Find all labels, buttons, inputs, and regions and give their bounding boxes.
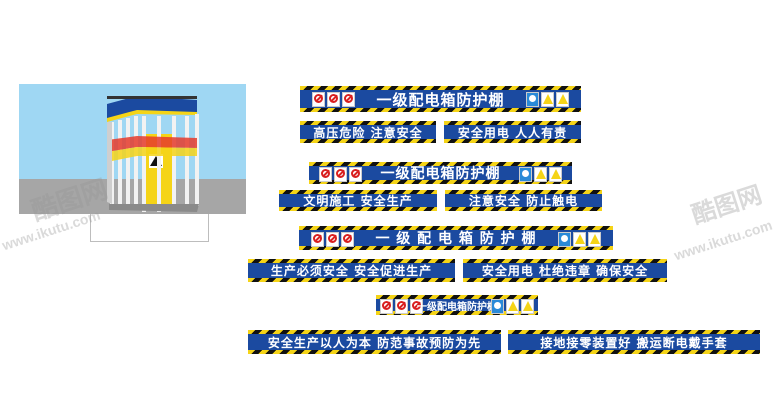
no-entry-icon: [311, 232, 324, 247]
electric-warning-icon: [573, 232, 586, 247]
danger-warning-icon: [588, 232, 601, 247]
slogan-board-3: 文明施工 安全生产: [279, 190, 437, 211]
no-entry-icon: [380, 299, 393, 314]
prohibition-icons: [311, 232, 354, 247]
electric-warning-icon: [506, 299, 519, 314]
slogan-board-6: 安全用电 杜绝违章 确保安全: [463, 259, 667, 282]
mandatory-icon: [491, 299, 504, 314]
mandatory-icon: [519, 167, 532, 182]
title-board-4: 一级配电箱防护棚: [376, 295, 538, 315]
no-entry-icon: [319, 167, 332, 182]
no-fire-icon: [349, 167, 362, 182]
danger-warning-icon: [521, 299, 534, 314]
shed-base-outline: [90, 214, 209, 242]
danger-warning-icon: [549, 167, 562, 182]
title-board-2-text: 一级配电箱防护棚: [380, 166, 501, 182]
slogan-board-7: 安全生产以人为本 防范事故预防为先: [248, 330, 501, 354]
title-board-3: 一 级 配 电 箱 防 护 棚: [299, 226, 613, 250]
no-entry-icon: [312, 92, 325, 107]
slogan-board-4: 注意安全 防止触电: [445, 190, 602, 211]
title-board-3-text: 一 级 配 电 箱 防 护 棚: [375, 231, 537, 247]
slogan-board-5: 生产必须安全 安全促进生产: [248, 259, 455, 282]
no-touch-icon: [326, 232, 339, 247]
mandatory-icon: [526, 92, 539, 107]
electric-warning-icon: [534, 167, 547, 182]
mandatory-icon: [558, 232, 571, 247]
no-fire-icon: [342, 92, 355, 107]
electric-warning-icon: [541, 92, 554, 107]
no-fire-icon: [410, 299, 423, 314]
title-board-1-text: 一级配电箱防护棚: [376, 90, 505, 109]
title-board-4-text: 一级配电箱防护棚: [417, 301, 497, 313]
warning-icons: [491, 299, 534, 314]
warning-icons: [558, 232, 601, 247]
prohibition-icons: [319, 167, 362, 182]
shed-scene: [19, 84, 246, 214]
no-touch-icon: [334, 167, 347, 182]
warning-icons: [519, 167, 562, 182]
prohibition-icons: [312, 92, 355, 107]
danger-warning-icon: [556, 92, 569, 107]
no-touch-icon: [327, 92, 340, 107]
no-touch-icon: [395, 299, 408, 314]
watermark-right: www.ikutu.com: [672, 216, 775, 264]
slogan-board-2: 安全用电 人人有责: [444, 121, 581, 143]
title-board-1: 一级配电箱防护棚: [300, 86, 581, 112]
title-board-2: 一级配电箱防护棚: [309, 162, 572, 184]
slogan-board-1: 高压危险 注意安全: [300, 121, 436, 143]
no-fire-icon: [341, 232, 354, 247]
protection-shed-illustration: [107, 96, 199, 212]
slogan-board-8: 接地接零装置好 搬运断电戴手套: [508, 330, 760, 354]
warning-icons: [526, 92, 569, 107]
prohibition-icons: [380, 299, 423, 314]
